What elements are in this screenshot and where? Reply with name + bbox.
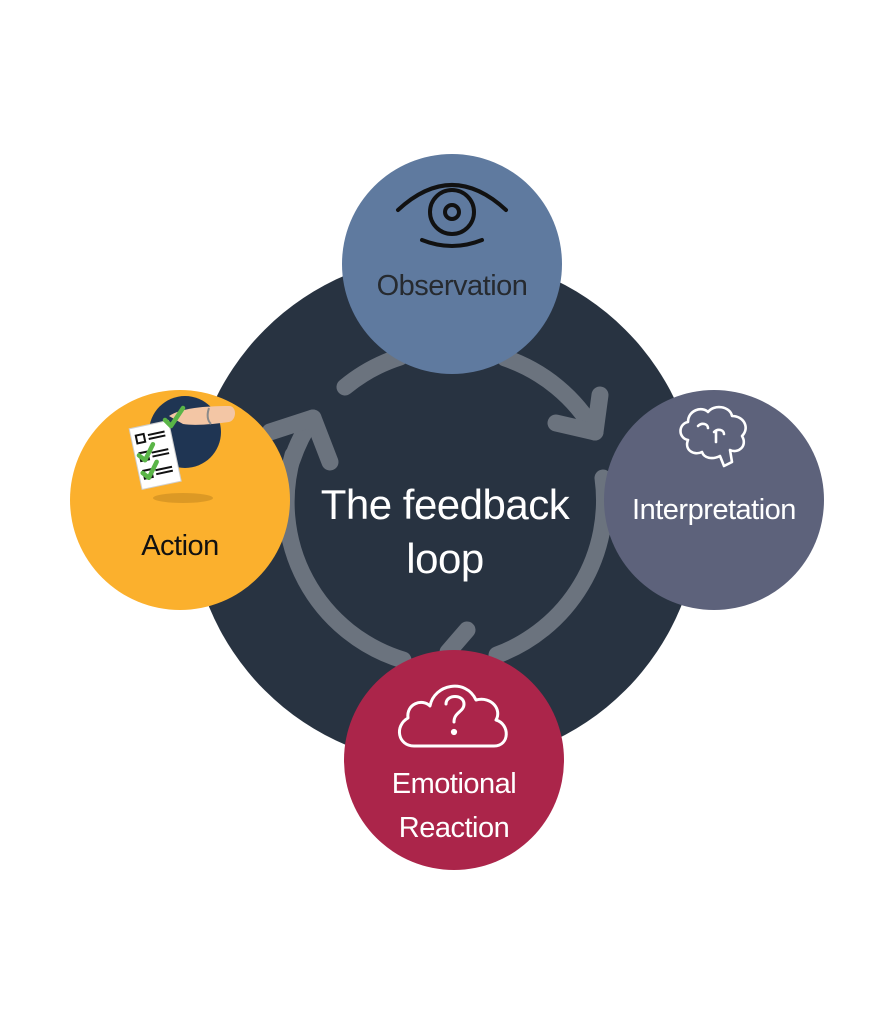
arrowhead-right: [547, 386, 609, 441]
brain-icon: [679, 405, 747, 468]
node-label-line-2: Reaction: [398, 812, 510, 844]
node-emotional-reaction: Emotional Reaction: [344, 650, 564, 870]
loop-arc-top-right: [496, 349, 604, 441]
node-action: Action: [70, 390, 290, 610]
node-label-line-1: Emotional: [391, 768, 517, 800]
node-label: Interpretation: [632, 494, 796, 526]
center-title: The feedback loop: [285, 478, 605, 586]
arrowhead-left: [261, 409, 339, 471]
loop-arc-bottom-tail: [439, 621, 476, 661]
cloud-question-icon: [398, 684, 508, 748]
node-label: Action: [141, 530, 219, 562]
center-title-line-2: loop: [406, 535, 484, 582]
checklist-hand-icon: [128, 396, 235, 503]
node-label: Emotional Reaction: [344, 762, 564, 850]
center-title-line-1: The feedback: [320, 481, 570, 528]
loop-arc-top-left: [336, 348, 409, 396]
eye-icon: [396, 183, 508, 248]
node-label: Observation: [376, 270, 528, 302]
node-observation: Observation: [342, 154, 562, 374]
node-interpretation: Interpretation: [604, 390, 824, 610]
